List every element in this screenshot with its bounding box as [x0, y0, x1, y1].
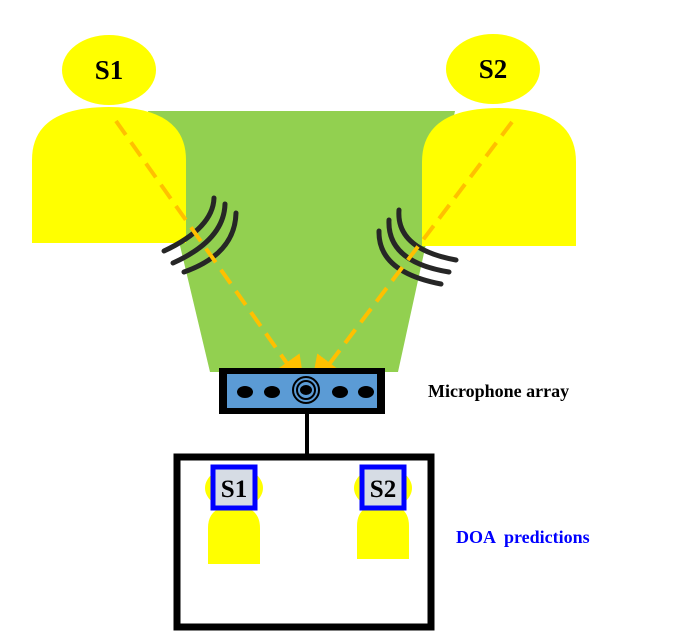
sound-wave-s1-icon: [161, 195, 239, 275]
speaker-s1-head: [62, 35, 156, 105]
arrow-s1-to-mic: [114, 119, 305, 389]
prediction-s2-body: [357, 504, 409, 559]
speaker-s1: S1: [32, 35, 186, 243]
arrow-s2-to-mic: [310, 120, 514, 389]
speaker-s1-label: S1: [95, 55, 124, 85]
microphone-icon: [358, 386, 374, 398]
prediction-s1: S1: [205, 464, 263, 564]
speaker-s2: S2: [422, 34, 576, 246]
speaker-s2-body: [422, 108, 576, 246]
microphone-icon: [332, 386, 348, 398]
sound-wave-s2-icon: [376, 207, 459, 287]
microphone-coverage-region: [148, 111, 455, 372]
prediction-s1-body: [208, 506, 260, 564]
center-microphone-core-icon: [300, 385, 312, 395]
microphone-array-label: Microphone array: [428, 381, 569, 401]
microphone-icon: [237, 386, 253, 398]
prediction-s2-box: [359, 464, 407, 511]
doa-predictions-label: DOA predictions: [456, 527, 590, 547]
microphone-array: [219, 368, 385, 414]
center-microphone-icon: [292, 376, 320, 404]
prediction-s1-label: S1: [221, 476, 247, 503]
prediction-s2-label: S2: [370, 476, 396, 503]
speaker-s2-head: [446, 34, 540, 104]
prediction-s2: S2: [354, 464, 412, 559]
center-microphone-ring-icon: [296, 380, 316, 400]
speaker-s2-label: S2: [479, 54, 508, 84]
speaker-s1-body: [32, 107, 186, 243]
microphone-icon: [264, 386, 280, 398]
prediction-s1-box: [210, 464, 258, 511]
